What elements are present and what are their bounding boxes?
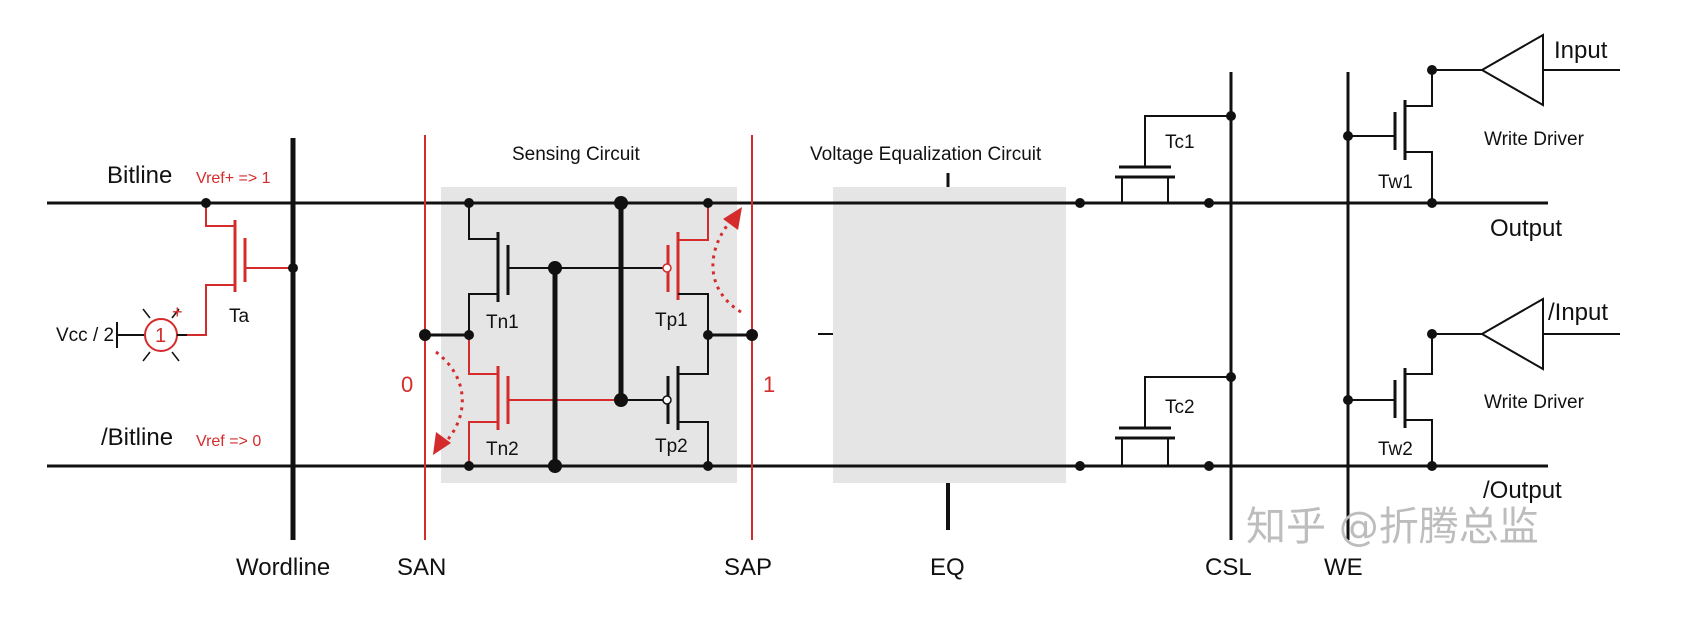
san-value: 0 — [401, 372, 413, 397]
ta-transistor — [187, 198, 298, 336]
source-number: 1 — [155, 325, 166, 347]
sensing-wiring — [419, 196, 1085, 473]
input-label: Input — [1554, 37, 1608, 64]
sensing-circuit-box — [441, 187, 737, 483]
vref-minus-label: Vref => 0 — [196, 433, 261, 450]
nbitline-label: /Bitline — [101, 424, 173, 451]
sensing-title: Sensing Circuit — [512, 144, 640, 165]
tw2-label: Tw2 — [1378, 439, 1413, 460]
wordline-label: Wordline — [236, 554, 330, 581]
san-label: SAN — [397, 554, 446, 581]
transition-arrows — [433, 207, 742, 455]
vref-plus-label: Vref+ => 1 — [196, 170, 271, 187]
bitline-label: Bitline — [107, 162, 172, 189]
ta-label: Ta — [229, 306, 250, 327]
tc1-label: Tc1 — [1165, 132, 1195, 153]
csl-label: CSL — [1205, 554, 1252, 581]
eq-label: EQ — [930, 554, 965, 581]
vcc-label: Vcc / 2 — [56, 325, 114, 346]
write-driver-1 — [1343, 33, 1620, 208]
tp1-label: Tp1 — [655, 310, 688, 331]
noutput-label: /Output — [1483, 477, 1562, 504]
we-label: WE — [1324, 554, 1363, 581]
tn2-label: Tn2 — [486, 439, 519, 460]
sap-label: SAP — [724, 554, 772, 581]
equalization-title: Voltage Equalization Circuit — [810, 144, 1042, 165]
tp2-label: Tp2 — [655, 436, 688, 457]
tw1-label: Tw1 — [1378, 172, 1413, 193]
vcc-source — [116, 308, 187, 362]
write-driver-label-2: Write Driver — [1484, 392, 1585, 413]
tn1-label: Tn1 — [486, 312, 519, 333]
equalization-circuit-box — [833, 187, 1066, 483]
source-plus: + — [172, 302, 183, 322]
write-driver-label-1: Write Driver — [1484, 129, 1585, 150]
tc2-transistor — [1080, 372, 1236, 471]
sap-value: 1 — [763, 372, 775, 397]
ninput-label: /Input — [1548, 299, 1608, 326]
write-driver-2 — [1343, 297, 1620, 471]
watermark: 知乎 @折腾总监 — [1246, 504, 1539, 550]
tc1-transistor — [1080, 111, 1236, 208]
output-label: Output — [1490, 215, 1562, 242]
tc2-label: Tc2 — [1165, 397, 1195, 418]
